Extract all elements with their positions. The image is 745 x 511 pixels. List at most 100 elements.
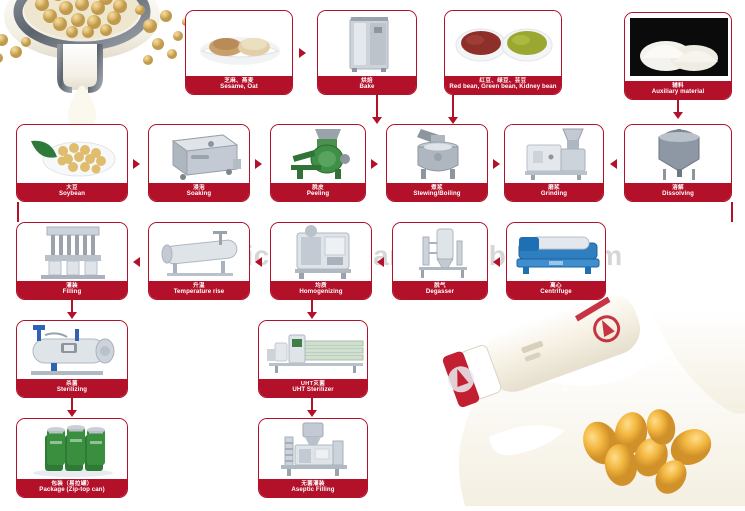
caption-zh: 辅料 [672, 82, 684, 89]
node-centrifuge[interactable]: 离心 Centrifuge [506, 222, 606, 300]
node-caption: 红豆、绿豆、芸豆 Red bean, Green bean, Kidney be… [445, 75, 561, 94]
caption-en: Dissolving [662, 190, 694, 198]
soybean-plate-image [17, 125, 127, 183]
line-filling-down [71, 300, 73, 314]
line-row2-to-row3-left [17, 202, 19, 222]
line-beans-down [452, 95, 454, 119]
node-bake[interactable]: 烘焙 Bake [317, 10, 417, 95]
caption-zh: 脱气 [434, 282, 446, 289]
node-caption: 溶解 Dissolving [625, 182, 731, 201]
node-caption: 大豆 Soybean [17, 182, 127, 201]
caption-en: Soybean [58, 190, 86, 198]
node-aseptic-filling[interactable]: 无菌灌装 Aseptic Filling [258, 418, 368, 498]
caption-zh: 红豆、绿豆、芸豆 [479, 77, 527, 84]
node-caption: 辅料 Auxiliary material [625, 80, 731, 99]
assorted-beans-image [445, 11, 561, 76]
arrow-homogenizing-to-uht [307, 312, 317, 319]
homogenizer-image [271, 223, 371, 281]
uht-tube-sterilizer-image [259, 321, 367, 379]
node-homogenizing[interactable]: 均质 Homogenizing [270, 222, 372, 300]
caption-en: Stewing/Boiling [413, 190, 461, 198]
node-caption: 浸泡 Soaking [149, 182, 249, 201]
degasser-column-image [393, 223, 487, 281]
grinding-mill-image [505, 125, 603, 183]
caption-zh: 脱皮 [312, 184, 324, 191]
caption-en: Soaking [186, 190, 212, 198]
node-degasser[interactable]: 脱气 Degasser [392, 222, 488, 300]
caption-zh: 磨浆 [548, 184, 560, 191]
caption-zh: 浸泡 [193, 184, 205, 191]
arrow-temp-to-filling [133, 257, 140, 267]
sesame-oat-image [186, 11, 292, 76]
node-caption: 煮浆 Stewing/Boiling [387, 182, 487, 201]
line-row2-to-row3-right [731, 202, 733, 222]
line-uht-down [311, 398, 313, 412]
caption-en: Auxiliary material [651, 88, 705, 96]
arrow-sesame-to-bake [299, 48, 306, 58]
node-sesame-oat[interactable]: 芝麻、燕麦 Sesame, Oat [185, 10, 293, 95]
caption-en: Degasser [425, 288, 455, 296]
caption-en: Sesame, Oat [220, 83, 258, 91]
caption-en: Sterilizing [56, 386, 88, 394]
caption-zh: 包装（易拉罐） [51, 480, 93, 487]
node-caption: 芝麻、燕麦 Sesame, Oat [186, 75, 292, 94]
node-caption: 杀菌 Sterilizing [17, 378, 127, 397]
caption-zh: 大豆 [66, 184, 78, 191]
caption-zh: 烘焙 [361, 77, 373, 84]
aseptic-filler-image [259, 419, 367, 479]
decanter-centrifuge-image [507, 223, 605, 281]
arrow-soybean-to-soaking [133, 159, 140, 169]
node-caption: 磨浆 Grinding [505, 182, 603, 201]
node-package[interactable]: 包装（易拉罐） Package (Zip-top can) [16, 418, 128, 498]
caption-zh: 无菌灌装 [301, 480, 325, 487]
line-auxiliary-down [677, 100, 679, 114]
node-caption: 脱皮 Peeling [271, 182, 365, 201]
node-caption: 灌装 Filling [17, 280, 127, 299]
node-caption: 均质 Homogenizing [271, 280, 371, 299]
node-caption: 烘焙 Bake [318, 75, 416, 94]
arrow-dissolving-to-grinding [610, 159, 617, 169]
node-caption: UHT灭菌 UHT Sterilizer [259, 378, 367, 397]
caption-en: Temperature rise [173, 288, 225, 296]
node-soybean[interactable]: 大豆 Soybean [16, 124, 128, 202]
node-dissolving[interactable]: 溶解 Dissolving [624, 124, 732, 202]
node-caption: 脱气 Degasser [393, 280, 487, 299]
arrow-uht-to-aseptic [307, 410, 317, 417]
node-uht-sterilizer[interactable]: UHT灭菌 UHT Sterilizer [258, 320, 368, 398]
node-caption: 无菌灌装 Aseptic Filling [259, 478, 367, 497]
arrow-centrifuge-to-degasser [493, 257, 500, 267]
caption-zh: UHT灭菌 [300, 380, 326, 387]
arrow-sterilizing-to-package [67, 410, 77, 417]
node-caption: 升温 Temperature rise [149, 280, 249, 299]
caption-zh: 灌装 [66, 282, 78, 289]
node-stewing-boiling[interactable]: 煮浆 Stewing/Boiling [386, 124, 488, 202]
peeling-machine-image [271, 125, 365, 183]
caption-en: Red bean, Green bean, Kidney bean [449, 83, 557, 91]
caption-zh: 芝麻、燕麦 [224, 77, 254, 84]
node-grinding[interactable]: 磨浆 Grinding [504, 124, 604, 202]
retort-sterilizer-image [17, 321, 127, 379]
tubular-heater-image [149, 223, 249, 281]
caption-en: Aseptic Filling [291, 486, 335, 494]
green-cans-image [17, 419, 127, 479]
caption-zh: 溶解 [672, 184, 684, 191]
auxiliary-material-image [625, 13, 731, 81]
filling-machine-image [17, 223, 127, 281]
caption-en: UHT Sterilizer [292, 386, 334, 394]
soybean-bowl-photo [0, 0, 200, 132]
node-temperature-rise[interactable]: 升温 Temperature rise [148, 222, 250, 300]
caption-en: Filling [62, 288, 82, 296]
node-sterilizing[interactable]: 杀菌 Sterilizing [16, 320, 128, 398]
node-peeling[interactable]: 脱皮 Peeling [270, 124, 366, 202]
node-caption: 包装（易拉罐） Package (Zip-top can) [17, 478, 127, 497]
node-auxiliary-material[interactable]: 辅料 Auxiliary material [624, 12, 732, 100]
node-filling[interactable]: 灌装 Filling [16, 222, 128, 300]
node-beans[interactable]: 红豆、绿豆、芸豆 Red bean, Green bean, Kidney be… [444, 10, 562, 95]
caption-zh: 杀菌 [66, 380, 78, 387]
boiling-kettle-image [387, 125, 487, 183]
arrow-auxiliary-to-dissolving [673, 112, 683, 119]
caption-zh: 离心 [550, 282, 562, 289]
node-soaking[interactable]: 浸泡 Soaking [148, 124, 250, 202]
caption-en: Bake [359, 83, 375, 91]
